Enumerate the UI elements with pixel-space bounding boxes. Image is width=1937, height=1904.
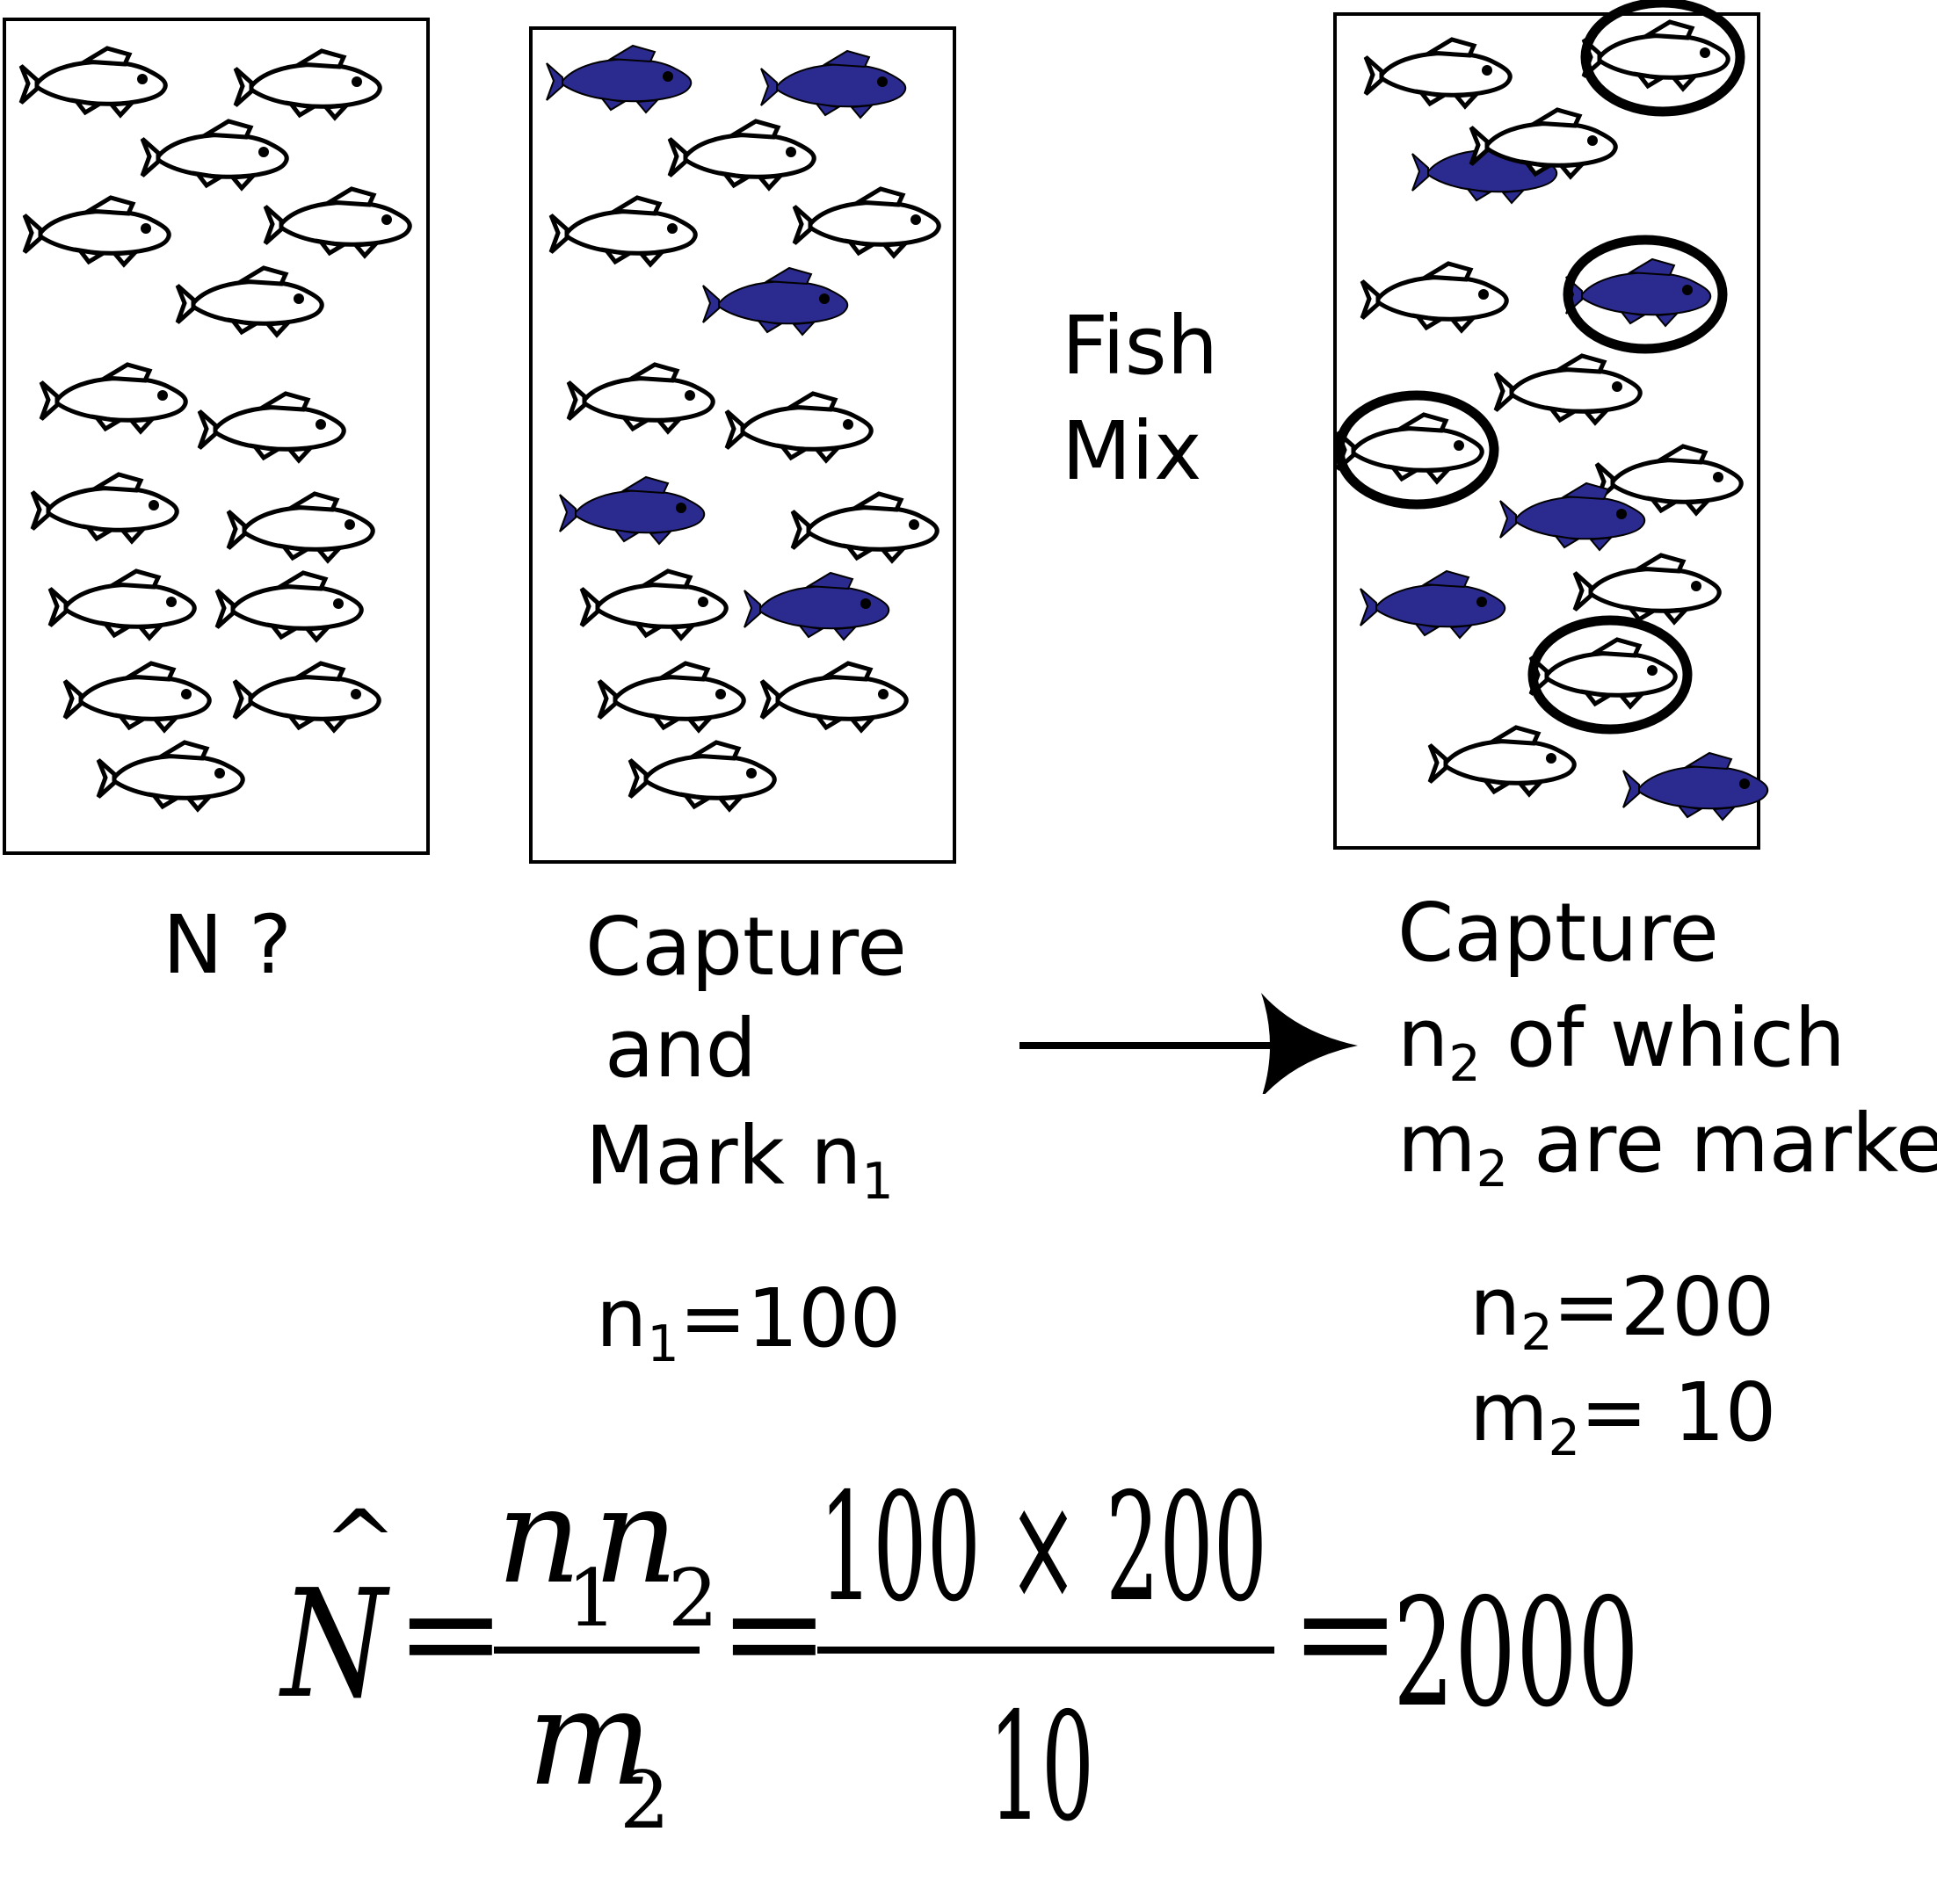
recapture-label-line1: Capture [1397,886,1719,980]
recapture-label-line2: n2 of which [1397,991,1846,1094]
population-panel [3,18,430,855]
formula-n-hat: N [279,1558,390,1732]
population-size-label: N ? [163,898,292,992]
formula-den-m2: m [527,1662,652,1815]
fraction-bar-2 [817,1647,1274,1654]
marked-sample-panel [529,26,956,864]
formula-num-sub1: 1 [567,1553,617,1645]
fish-mix-label-line1: Fish [1062,299,1219,393]
capture-mark-label-line1: Capture [585,900,907,994]
formula-equals-1: = [395,1557,506,1710]
arrow-right-icon [1019,993,1358,1094]
lincoln-petersen-formula: ^ N = n 1 n 2 m 2 = 100 × 200 10 = 2000 [279,1460,1639,1855]
formula-num-sub2: 2 [668,1553,718,1645]
formula-num-n1: n [497,1460,582,1613]
formula-den-value: 10 [989,1681,1094,1855]
formula-hat: ^ [323,1491,397,1594]
formula-equals-3: = [1290,1557,1401,1710]
formula-num-values: 100 × 200 [819,1461,1267,1635]
formula-result: 2000 [1393,1567,1639,1741]
fish-mix-label-line2: Mix [1062,404,1202,498]
fraction-bar-1 [494,1647,700,1654]
formula-den-sub: 2 [620,1755,670,1847]
n2-value: n2=200 [1469,1260,1775,1363]
capture-mark-label-line3: Mark n1 [585,1109,894,1212]
recapture-label-line3: m2 are marked [1397,1097,1937,1199]
n1-value: n1=100 [596,1271,902,1374]
formula-num-n2: n [593,1460,678,1613]
formula-equals-2: = [719,1557,830,1710]
capture-mark-label-line2: and [605,1002,758,1096]
m2-value: m2= 10 [1469,1365,1777,1468]
recapture-panel [1333,12,1760,850]
